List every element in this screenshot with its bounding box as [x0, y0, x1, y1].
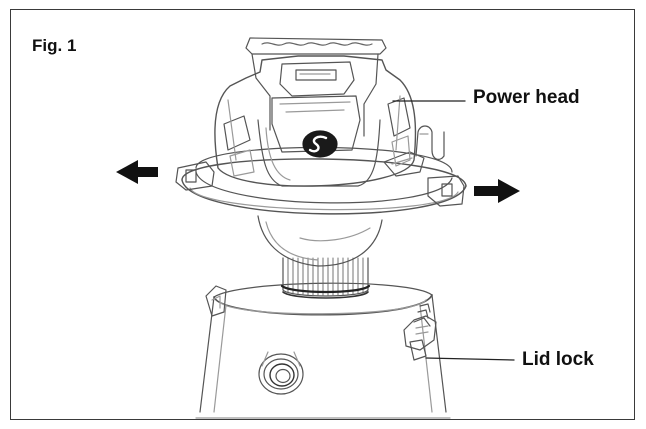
cartridge-filter	[280, 257, 371, 299]
lid-ring	[175, 125, 467, 215]
power-head	[214, 37, 417, 187]
arrow-right-icon	[474, 179, 520, 203]
lid-lock-leader	[425, 357, 515, 361]
figure-title: Fig. 1	[32, 36, 77, 55]
hose-inlet-port	[258, 351, 304, 395]
motor-bowl	[257, 215, 383, 267]
lid-lock-label: Lid lock	[522, 349, 594, 370]
brand-logo-icon	[302, 130, 338, 158]
right-lid-lock	[403, 303, 437, 361]
arrow-left-icon	[116, 160, 158, 184]
left-lid-lock	[205, 285, 227, 317]
figure-frame	[10, 9, 635, 420]
power-head-label: Power head	[473, 87, 580, 108]
